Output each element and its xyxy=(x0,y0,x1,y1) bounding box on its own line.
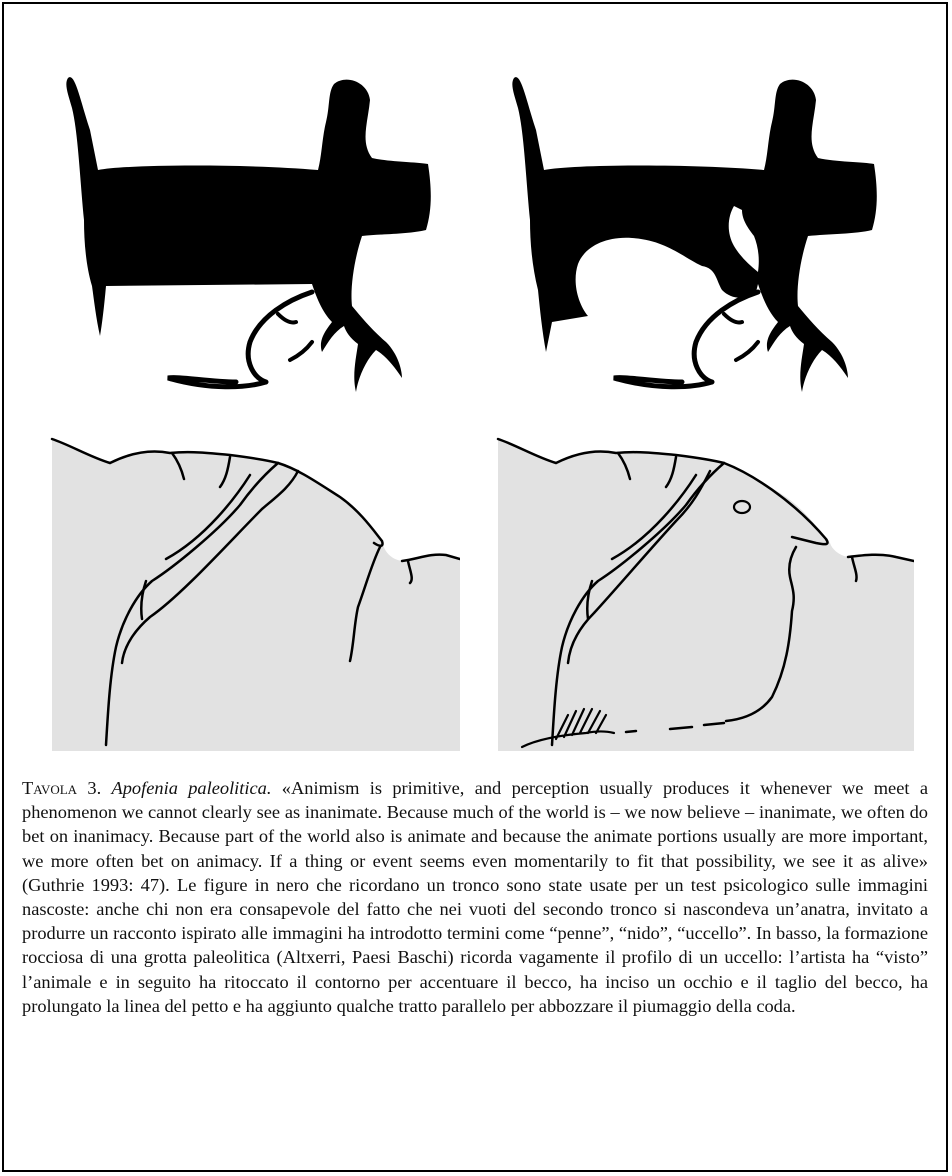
caption-body: «Animism is primitive, and perception us… xyxy=(22,778,928,1016)
trunk-figure-plain xyxy=(50,60,450,400)
plate-caption: Tavola 3. Apofenia paleolitica. «Animism… xyxy=(22,776,928,1018)
plate-title: Apofenia paleolitica. xyxy=(112,778,272,798)
trunk-figure-duck xyxy=(496,60,896,400)
plate-label: Tavola 3. xyxy=(22,778,101,798)
rock-formation-original xyxy=(50,435,460,751)
rock-formation-bird xyxy=(496,435,914,751)
